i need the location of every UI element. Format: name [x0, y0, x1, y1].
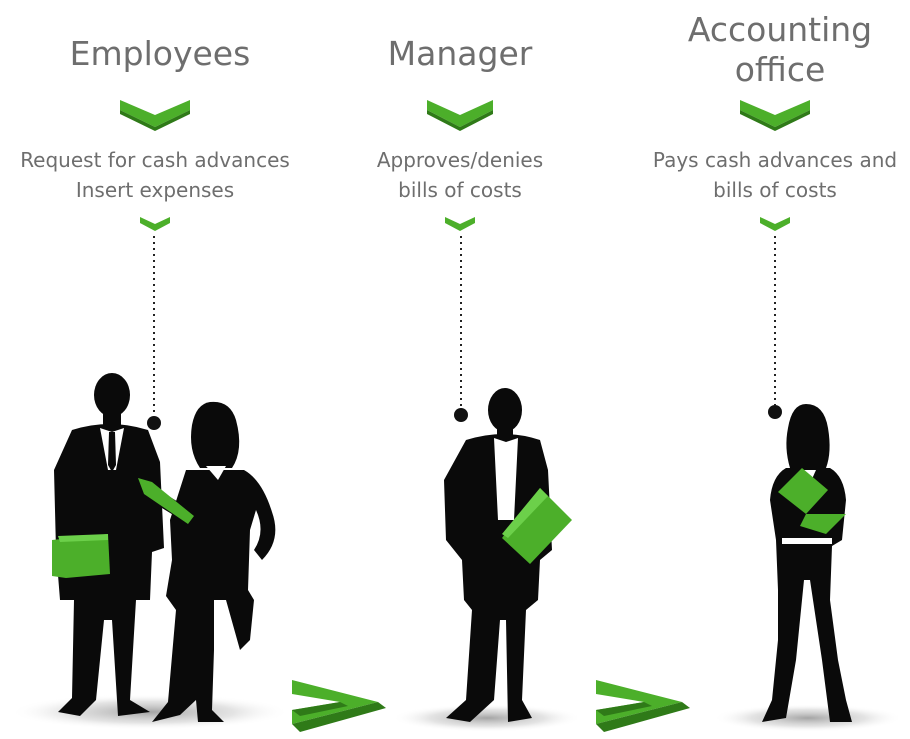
connector-dot: [147, 405, 782, 430]
ground-shadow: [713, 704, 903, 732]
chevron-down-icon: [427, 100, 493, 131]
accountant-silhouette: [762, 404, 852, 722]
employee-woman-silhouette: [136, 401, 276, 722]
ground-shadow: [392, 704, 582, 732]
manager-shirt: [494, 438, 518, 520]
employees-title: Employees: [69, 34, 251, 73]
folder-icon: [778, 468, 846, 534]
chevron-right-icon: [292, 680, 386, 732]
employee-man-shirt: [100, 428, 124, 472]
manager-description: Approves/denies bills of costs: [376, 148, 544, 202]
employee-woman-collar: [206, 466, 226, 480]
connector-line: [153, 236, 776, 416]
manager-title: Manager: [387, 34, 533, 73]
chevron-down-icon: [120, 100, 190, 131]
folder-icon: [502, 488, 572, 564]
accounting-description: Pays cash advances and bills of costs: [652, 148, 898, 202]
chevron-down-icon: [740, 100, 810, 131]
folder-icon: [138, 478, 194, 524]
folder-icon: [52, 534, 110, 578]
accounting-office-title: Accounting office: [687, 10, 873, 89]
chevron-down-icon: [140, 217, 170, 231]
chevron-right-icon: [596, 680, 690, 732]
employees-description: Request for cash advances Insert expense…: [20, 148, 290, 202]
chevron-down-icon: [760, 217, 790, 231]
manager-silhouette: [444, 388, 552, 722]
chevron-down-icon: [445, 217, 475, 231]
